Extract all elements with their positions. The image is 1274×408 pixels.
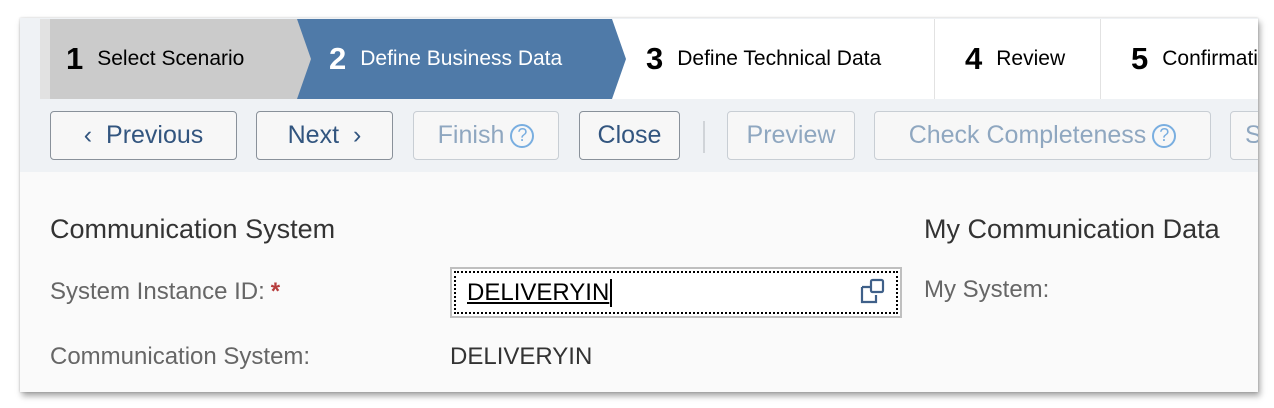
step-number: 1	[66, 41, 84, 76]
chevron-left-icon: ‹	[83, 121, 93, 149]
close-button[interactable]: Close	[579, 111, 680, 160]
wizard-step-3[interactable]: 3 Define Technical Data	[612, 19, 934, 99]
finish-button[interactable]: Finish ?	[413, 111, 559, 160]
check-completeness-button[interactable]: Check Completeness ?	[874, 111, 1211, 160]
previous-button[interactable]: ‹ Previous	[50, 111, 237, 160]
step-separator-icon	[612, 19, 626, 99]
my-system-label: My System:	[924, 276, 1050, 303]
wizard-step-2[interactable]: 2 Define Business Data	[297, 19, 612, 99]
system-instance-id-input[interactable]: DELIVERYIN	[450, 267, 902, 318]
wizard-header: 1 Select Scenario 2 Define Business Data…	[20, 18, 1258, 172]
next-label: Next	[287, 121, 340, 149]
step-number: 3	[646, 41, 664, 76]
save-label: Save	[1245, 121, 1258, 150]
help-icon[interactable]: ?	[510, 123, 535, 148]
step-label: Define Business Data	[360, 47, 563, 70]
value-help-icon[interactable]	[858, 277, 886, 305]
wizard-step-1[interactable]: 1 Select Scenario	[50, 19, 297, 99]
close-label: Close	[597, 121, 662, 149]
step-label: Select Scenario	[97, 47, 245, 70]
input-value: DELIVERYIN	[467, 279, 613, 307]
required-marker: *	[270, 278, 281, 305]
focus-outline	[454, 271, 898, 314]
chevron-right-icon: ›	[353, 121, 362, 149]
communication-system-label: Communication System:	[50, 343, 311, 370]
communication-system-heading: Communication System	[50, 214, 336, 244]
preview-label: Preview	[746, 121, 836, 149]
help-icon[interactable]: ?	[1152, 123, 1177, 148]
label-text: System Instance ID:	[50, 278, 265, 305]
wizard-step-5[interactable]: 5 Confirmation	[1101, 19, 1258, 99]
toolbar-divider	[703, 121, 705, 153]
check-completeness-label: Check Completeness	[908, 121, 1147, 149]
next-button[interactable]: Next ›	[256, 111, 393, 160]
step-label: Review	[996, 47, 1066, 70]
preview-button[interactable]: Preview	[727, 111, 855, 160]
system-instance-id-label: System Instance ID:*	[50, 278, 280, 306]
step-number: 2	[329, 41, 347, 76]
step-separator-icon	[297, 19, 311, 99]
wizard-window: 1 Select Scenario 2 Define Business Data…	[20, 18, 1258, 392]
wizard-progress-bar: 1 Select Scenario 2 Define Business Data…	[40, 19, 1258, 99]
previous-label: Previous	[106, 121, 204, 149]
my-communication-data-heading: My Communication Data	[924, 214, 1220, 244]
save-button[interactable]: Save	[1230, 111, 1258, 160]
step-number: 4	[965, 41, 983, 76]
wizard-step-4[interactable]: 4 Review	[935, 19, 1100, 99]
finish-label: Finish	[437, 121, 505, 149]
step-number: 5	[1131, 41, 1149, 76]
step-label: Confirmation	[1162, 47, 1258, 70]
step-label: Define Technical Data	[677, 47, 882, 70]
communication-system-value: DELIVERYIN	[450, 343, 593, 370]
